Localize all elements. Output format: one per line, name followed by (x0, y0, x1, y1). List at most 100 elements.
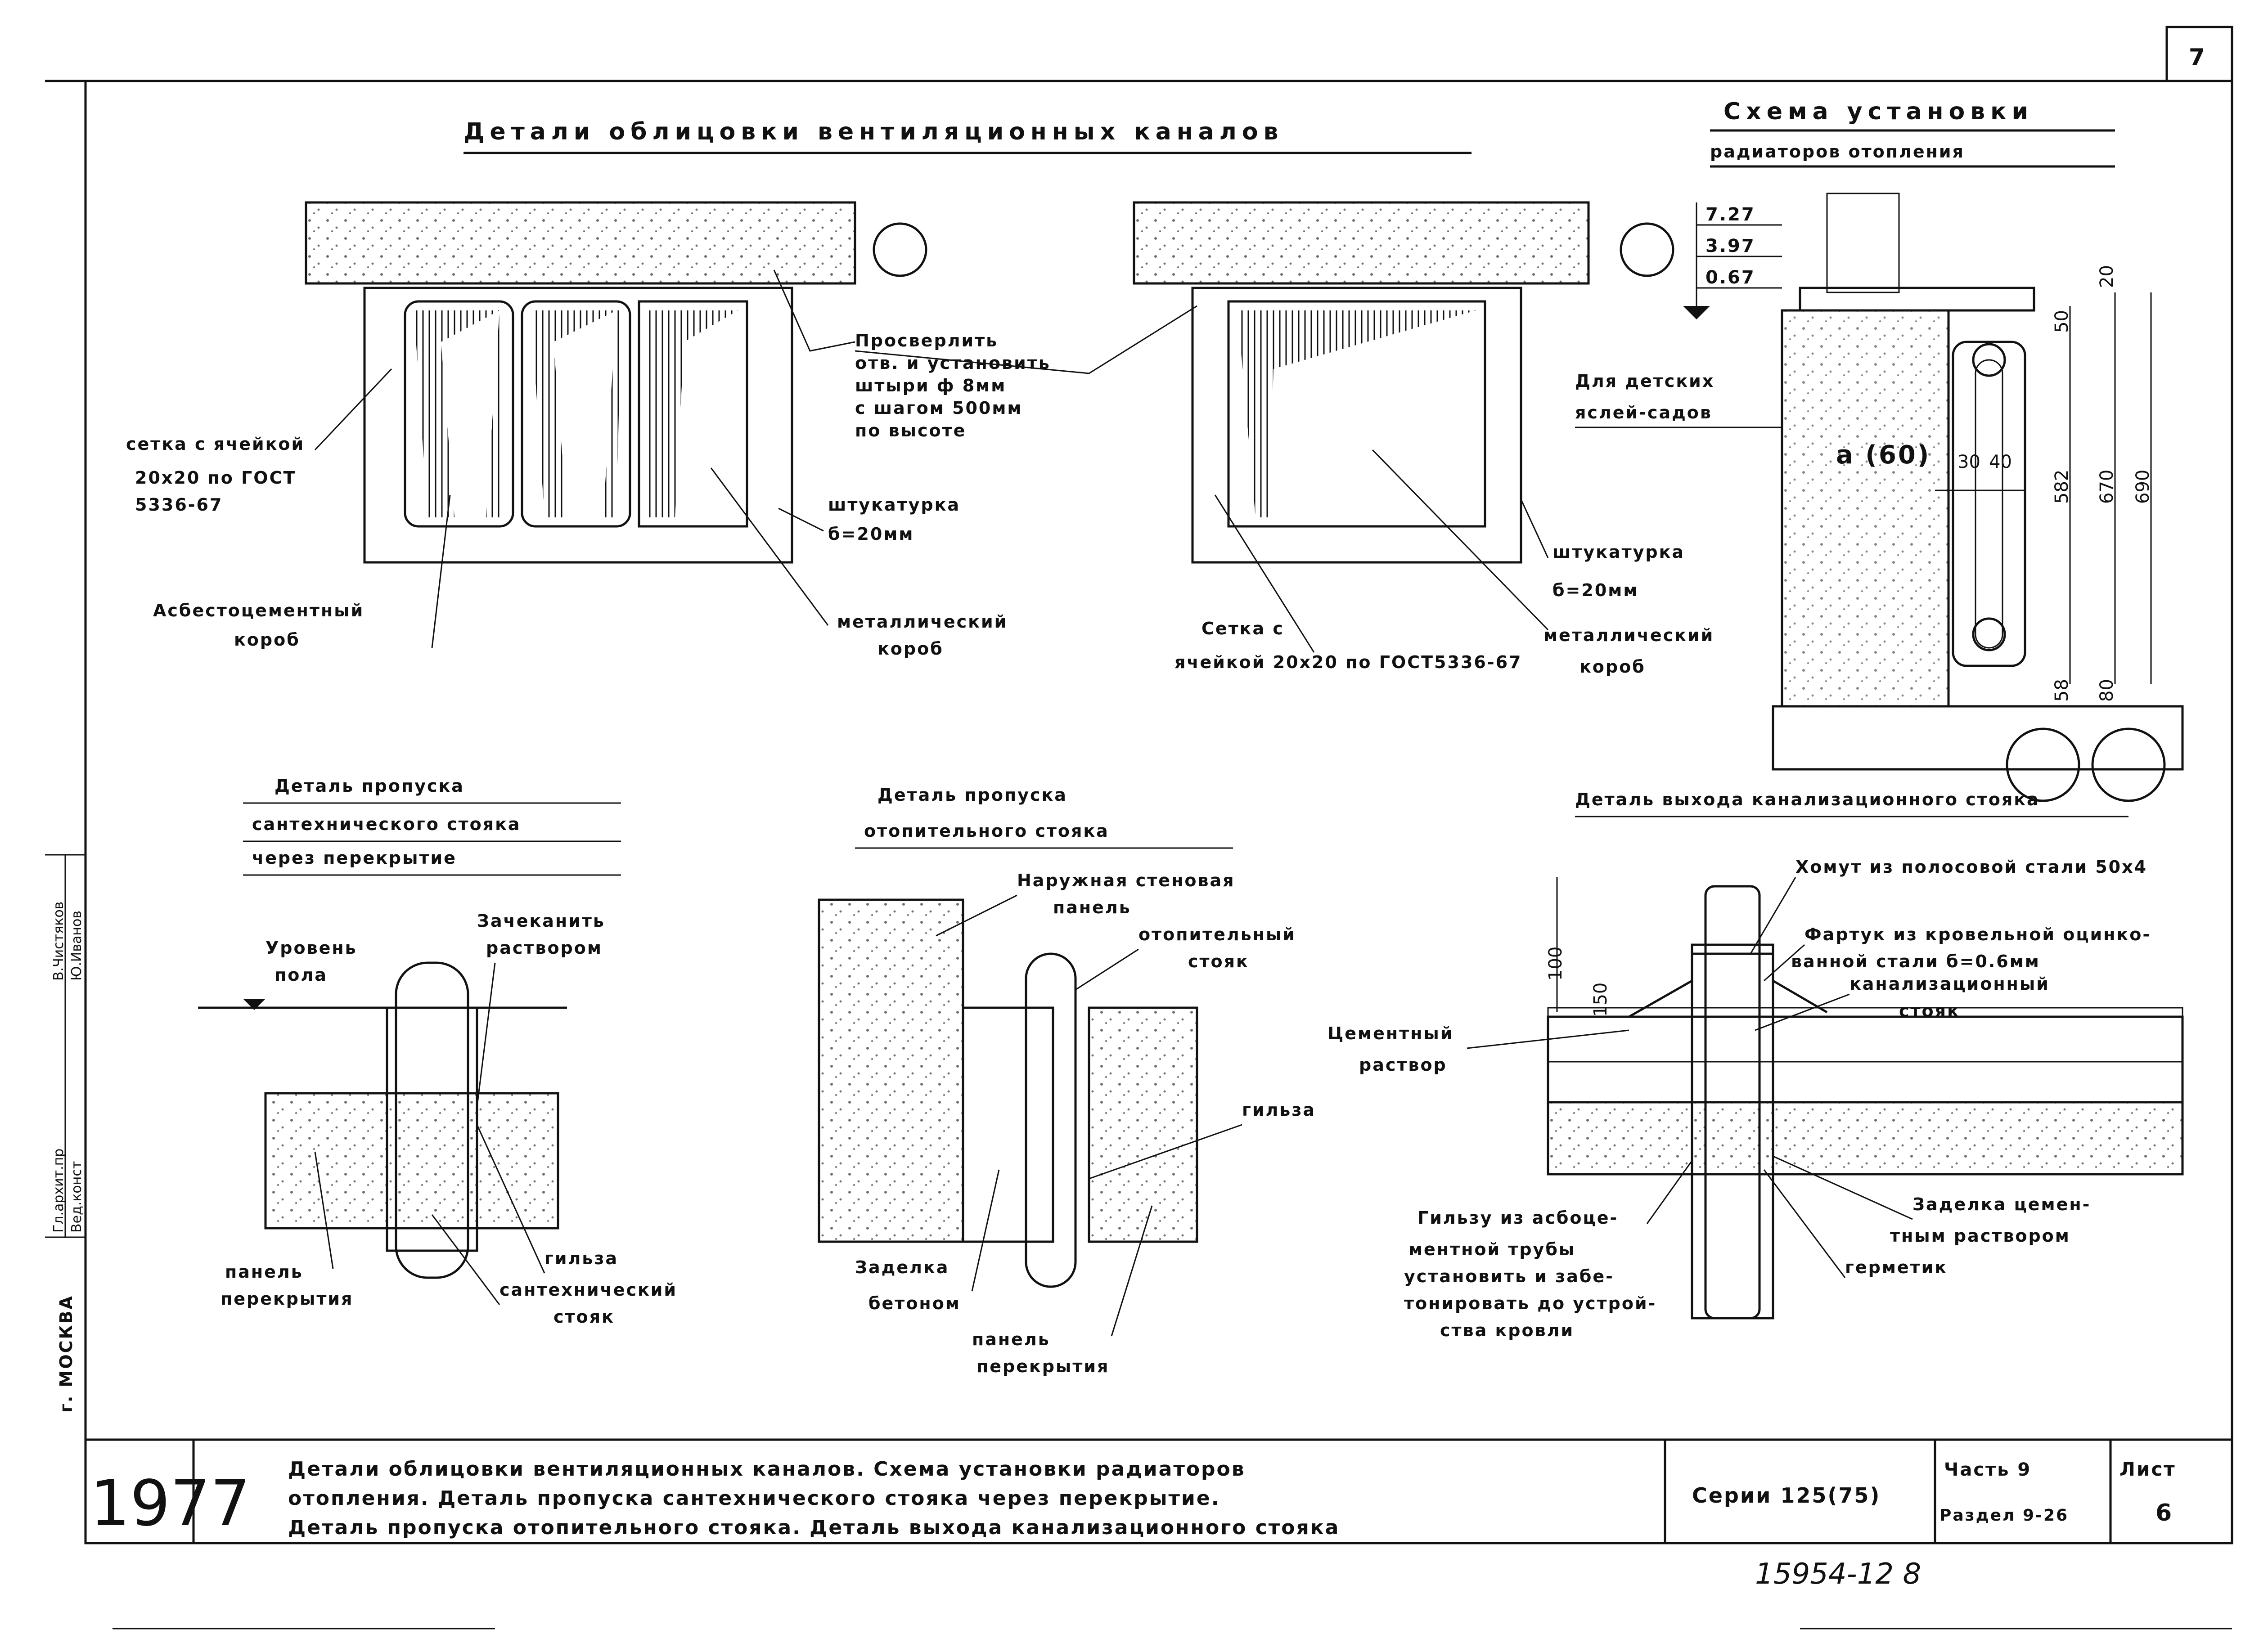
sewer-sleeve-label-2: ментной трубы (1408, 1239, 1575, 1259)
heating-sleeve-label: гильза (1242, 1100, 1316, 1120)
plaster-left-label: штукатурка (828, 495, 960, 515)
stamp-role-1: Гл.архит.пр (51, 1149, 67, 1233)
mortar-label-2: раствор (1359, 1055, 1447, 1075)
part: Часть 9 (1944, 1459, 2031, 1480)
dim-30: 30 (1958, 452, 1980, 472)
drill-label-4: с шагом 500мм (855, 398, 1022, 418)
plaster-left (363, 287, 793, 564)
mesh-left-label-2: 20х20 по ГОСТ (135, 468, 296, 488)
radiator-note-2: яслей-садов (1575, 403, 1712, 422)
heating-panel-label-2: перекрытия (976, 1356, 1109, 1376)
level-3: 0.67 (1706, 267, 1755, 288)
sanitary-title-2: сантехнического стояка (252, 814, 521, 834)
mesh-left-label: сетка с ячейкой (126, 434, 305, 454)
clamp-label: Хомут из полосовой стали 50х4 (1796, 857, 2147, 877)
metal-box-left-label: металлический (837, 612, 1008, 632)
drill-label-2: отв. и установить (855, 353, 1051, 373)
radiator-subtitle: радиаторов отопления (1710, 142, 1965, 162)
page-number: 7 (2189, 44, 2210, 71)
description-line-2: отопления. Деталь пропуска сантехническо… (288, 1487, 1220, 1510)
radiator-detail: Схема установки радиаторов отопления 7.2… (1575, 98, 2184, 802)
heating-panel-label: панель (972, 1329, 1050, 1349)
sanitary-riser-label-2: стояк (554, 1307, 615, 1327)
sanitary-riser-label: сантехнический (500, 1280, 677, 1300)
sewer-seal-label: Заделка цемен- (1912, 1194, 2091, 1214)
dim-40: 40 (1989, 452, 2012, 472)
floor-level-label: Уровень (266, 938, 357, 958)
sheet-frame: 7 (45, 26, 2233, 1544)
sewer-sleeve-label-5: ства кровли (1440, 1320, 1574, 1340)
sheet-number: 6 (2156, 1499, 2177, 1526)
radiator (1952, 341, 2026, 667)
heating-seal-label: Заделка (855, 1257, 949, 1277)
sewer-riser-label-2: стояк (1899, 1001, 1960, 1021)
sanitary-title: Деталь пропуска (274, 776, 464, 796)
radiator-title: Схема установки (1724, 98, 2034, 125)
plaster-left-label-2: б=20мм (828, 524, 914, 544)
level-2: 3.97 (1706, 236, 1755, 256)
dim-582: 582 (2052, 470, 2072, 504)
stamp-name-2: Ю.Иванов (69, 911, 85, 981)
sewer-seal-label-2: тным раствором (1890, 1226, 2070, 1246)
vent-title: Детали облицовки вентиляционных каналов (464, 118, 1284, 145)
sewer-sleeve-label: Гильзу из асбоце- (1418, 1208, 1618, 1228)
radiator-note: Для детских (1575, 371, 1714, 391)
caulk-label: Зачеканить (477, 911, 605, 931)
sewer-pipe (1704, 885, 1761, 1320)
heating-pipe (1025, 952, 1077, 1288)
dim-670: 670 (2097, 470, 2117, 504)
apron-label-2: ванной стали б=0.6мм (1791, 952, 2040, 971)
section: Раздел 9-26 (1940, 1506, 2069, 1525)
dim-58: 58 (2052, 679, 2072, 702)
level-1: 7.27 (1706, 204, 1755, 225)
sanitary-pipe (395, 961, 469, 1279)
sanitary-detail: Деталь пропуска сантехнического стояка ч… (198, 776, 677, 1327)
side-stamp: Гл.архит.пр Вед.конст В.Чистяков Ю.Ивано… (45, 854, 86, 1413)
stamp-city: г. МОСКВА (56, 1295, 76, 1413)
plaster-right-label: штукатурка (1552, 542, 1685, 562)
apron-label: Фартук из кровельной оцинко- (1804, 925, 2151, 944)
heating-riser-label-2: стояк (1188, 952, 1249, 971)
mesh-right-label-2: ячейкой 20х20 по ГОСТ5336-67 (1174, 652, 1522, 672)
description-line-1: Детали облицовки вентиляционных каналов.… (288, 1458, 1246, 1481)
asbestos-box-label-2: короб (234, 630, 300, 650)
dim-100: 100 (1545, 947, 1566, 981)
mesh-right-label: Сетка с (1202, 619, 1284, 638)
sewer-sleeve-label-3: установить и забе- (1404, 1266, 1614, 1286)
asbestos-box-label: Асбестоцементный (153, 601, 364, 620)
year: 1977 (90, 1467, 250, 1540)
metal-box-right-label: металлический (1544, 625, 1714, 645)
outer-panel-label: Наружная стеновая (1017, 871, 1235, 890)
sewer-riser-label: канализационный (1850, 974, 2050, 994)
footer-code: 15954-12 8 (1755, 1558, 1921, 1591)
panel-label: панель (225, 1262, 303, 1282)
dim-150: 150 (1590, 983, 1611, 1017)
panel-label-2: перекрытия (220, 1289, 353, 1309)
a-label: а (60) (1836, 440, 1930, 470)
drill-label-5: по высоте (855, 421, 966, 440)
heating-title: Деталь пропуска (878, 785, 1067, 805)
sanitary-title-3: через перекрытие (252, 848, 457, 868)
series: Серии 125(75) (1692, 1483, 1881, 1508)
sealant-label: герметик (1845, 1257, 1948, 1277)
caulk-label-2: раствором (486, 938, 603, 958)
stamp-role-2: Вед.конст (69, 1161, 85, 1233)
metal-box-right-label-2: короб (1580, 657, 1646, 677)
dim-20: 20 (2097, 265, 2117, 288)
sheet-label: Лист (2120, 1458, 2176, 1480)
sewer-sleeve-label-4: тонировать до устрой- (1404, 1293, 1656, 1313)
drill-label-3: штыри ф 8мм (855, 376, 1006, 395)
heating-riser-label: отопительный (1138, 925, 1296, 944)
floor-level-label-2: пола (274, 965, 328, 985)
drill-label: Просверлить (855, 331, 998, 350)
metal-box-left-label-2: короб (878, 639, 944, 659)
heating-seal-label-2: бетоном (868, 1293, 961, 1313)
sleeve-label: гильза (544, 1248, 618, 1268)
sewer-title: Деталь выхода канализационного стояка (1575, 790, 2040, 809)
dim-690: 690 (2133, 470, 2153, 504)
dim-50: 50 (2052, 310, 2072, 333)
title-block: 1977 Детали облицовки вентиляционных кан… (86, 1438, 2232, 1543)
heating-detail: Деталь пропуска отопительного стояка Нар… (818, 785, 1316, 1376)
sewer-detail: Деталь выхода канализационного стояка Хо… (1328, 790, 2184, 1340)
